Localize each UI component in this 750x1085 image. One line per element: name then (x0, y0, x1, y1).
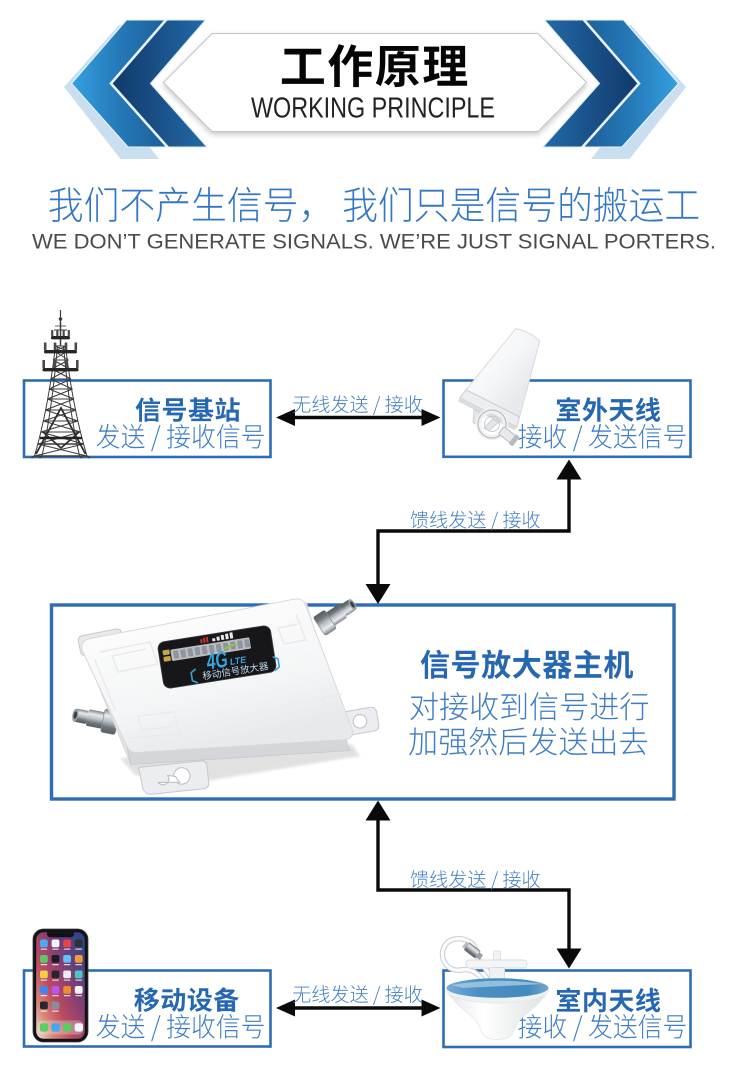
svg-text:WORKING PRINCIPLE: WORKING PRINCIPLE (251, 93, 495, 125)
svg-text:LTE: LTE (229, 654, 248, 667)
svg-text:4G: 4G (204, 646, 230, 675)
svg-text:WE DON’T GENERATE SIGNALS. WE’: WE DON’T GENERATE SIGNALS. WE’RE JUST SI… (32, 231, 716, 254)
